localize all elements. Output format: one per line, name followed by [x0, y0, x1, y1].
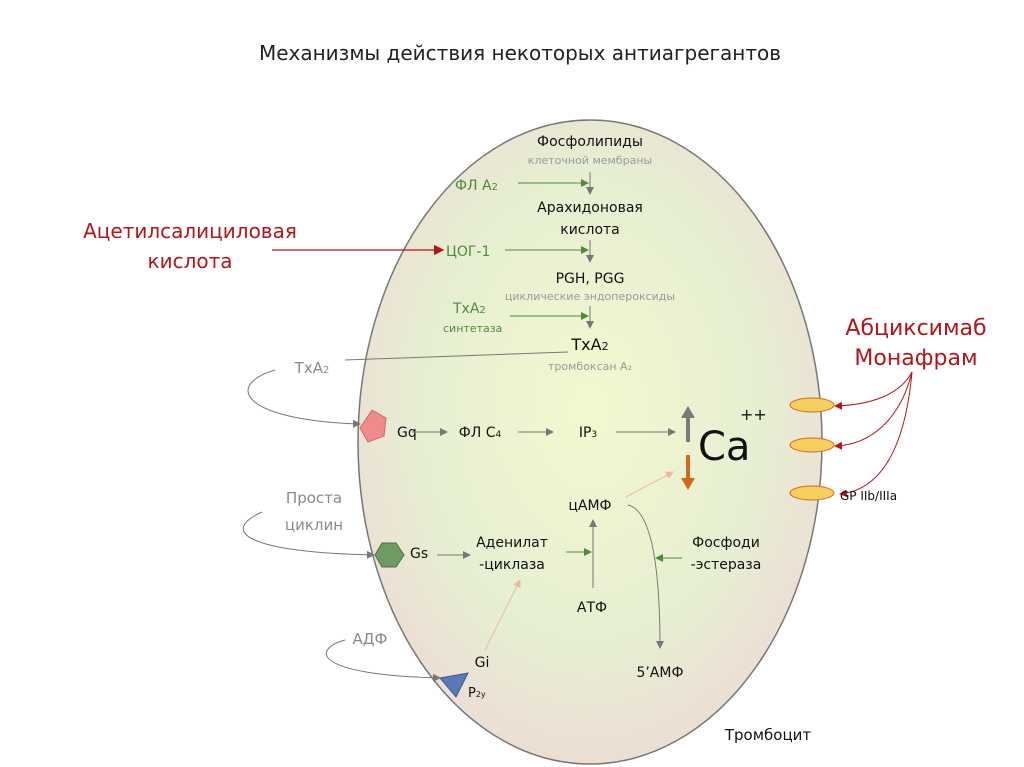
gq-label: Gq [397, 425, 417, 441]
txa2-label: TxA2 [570, 335, 608, 354]
aspirin-label-2: кислота [148, 249, 233, 273]
prostacyclin-label-1: Проста [286, 489, 342, 507]
ca-increase-arrow-icon [681, 406, 695, 442]
txa2-synthase-sub: синтетаза [443, 322, 502, 335]
abciximab-label: Абциксимаб [845, 316, 986, 341]
diagram-title: Механизмы действия некоторых антиагреган… [259, 41, 781, 65]
adenylate-cyclase-label-1: Аденилат [476, 535, 548, 551]
cox1-label: ЦОГ-1 [446, 244, 490, 260]
ip3-label: IP3 [579, 425, 597, 441]
txa2-release-line [344, 351, 569, 361]
p2y-label: P2y [468, 686, 486, 701]
aspirin-label-1: Ацетилсалициловая [83, 219, 297, 243]
gp-receptor-icon [789, 437, 835, 453]
txa2-sub: тромбоксан А₂ [548, 360, 632, 373]
pgh-sub: циклические эндопероксиды [505, 290, 675, 303]
adp-label: АДФ [353, 630, 388, 648]
monafram-label: Монафрам [854, 346, 977, 371]
pde-label-2: -эстераза [691, 557, 762, 573]
ca-decrease-arrow-icon [681, 455, 695, 490]
txa2-to-gq-arrow [247, 369, 361, 428]
txa2-external-label: TxA2 [294, 359, 330, 377]
pde-label-1: Фосфоди [692, 535, 760, 551]
platelet-label: Тромбоцит [724, 726, 812, 744]
phospholipids-label: Фосфолипиды [537, 134, 643, 150]
gp-receptor-icon [789, 485, 835, 501]
atp-label: АТФ [577, 600, 607, 616]
gi-label: Gi [475, 655, 490, 671]
drug-arrow [839, 371, 913, 498]
gp-label: GP IIb/IIIa [840, 489, 897, 503]
txa2-synthase-label: TxA2 [452, 301, 486, 317]
gs-receptor-icon [374, 542, 405, 568]
adp-arrow [325, 639, 441, 682]
p2y-receptor-icon [439, 672, 469, 698]
pgh-label: PGH, PGG [556, 271, 625, 287]
amp-label: 5’АМФ [636, 665, 683, 681]
pla2-label: ФЛ А2 [455, 178, 498, 194]
camp-to-ca-arrow [625, 471, 674, 498]
calcium-label: Ca [698, 424, 750, 470]
platelet-cell [357, 119, 823, 765]
calcium-charge: ++ [740, 405, 767, 424]
prostacyclin-label-2: циклин [285, 516, 343, 534]
adenylate-cyclase-label-2: -циклаза [479, 557, 545, 573]
phospholipids-sub: клеточной мембраны [528, 154, 652, 167]
prostacyclin-arrow [242, 511, 375, 559]
gs-label: Gs [410, 546, 428, 562]
drug-arrow [834, 371, 913, 410]
plc-label: ФЛ С4 [459, 425, 502, 441]
gq-receptor-icon [359, 409, 387, 443]
arachidonic-label-2: кислота [560, 222, 620, 238]
gp-receptor-icon [789, 397, 835, 413]
gi-inhibit-arrow [484, 579, 521, 651]
arachidonic-label-1: Арахидоновая [537, 200, 643, 216]
drug-arrow [834, 371, 913, 450]
camp-to-amp-arrow [627, 504, 664, 649]
camp-label: цАМФ [568, 498, 611, 514]
